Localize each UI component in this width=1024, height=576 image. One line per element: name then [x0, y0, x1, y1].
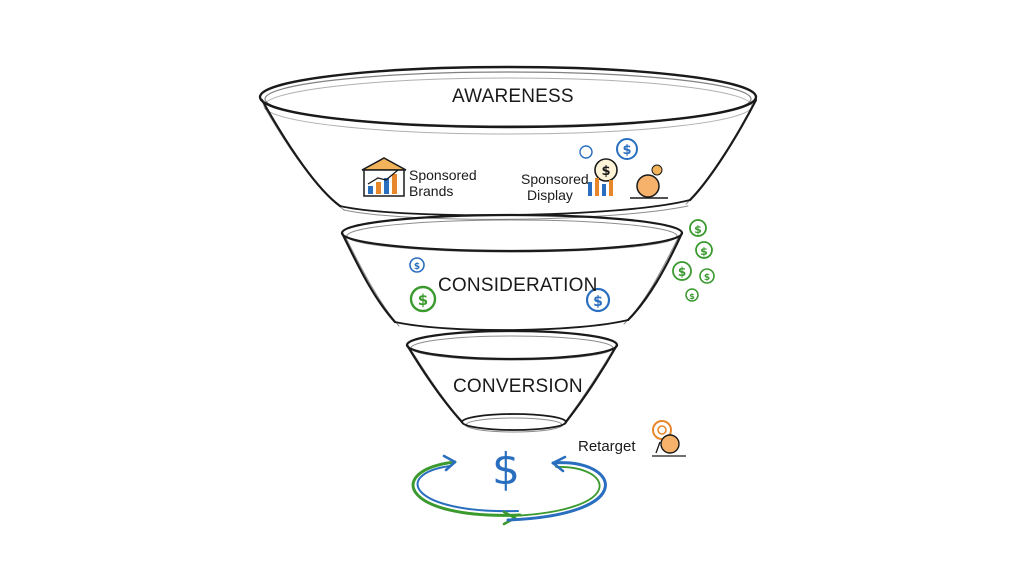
cycle-arrows-icon [411, 454, 607, 526]
conversion-rim [405, 329, 619, 361]
consideration-body [340, 231, 684, 331]
tactic-line: Display [527, 187, 573, 203]
coins-icon: $ $ [579, 138, 668, 199]
stage-label-awareness: AWARENESS [452, 86, 574, 107]
dollar-sign-icon: $ [492, 444, 520, 495]
svg-text:$: $ [694, 223, 702, 236]
stage-label-conversion: CONVERSION [453, 376, 583, 397]
svg-text:$: $ [622, 143, 631, 158]
tactic-sponsored-brands: Sponsored Brands [409, 167, 477, 199]
svg-text:$: $ [593, 294, 603, 310]
svg-text:$: $ [678, 265, 686, 279]
svg-text:$: $ [700, 245, 708, 258]
svg-text:$: $ [689, 292, 695, 301]
conversion-body [405, 343, 619, 433]
svg-text:$: $ [414, 262, 420, 272]
consideration-rim [340, 213, 684, 253]
tactic-line: Sponsored [409, 167, 477, 183]
dollar-coin-icon: $ $ $ $ $ $ $ $ [409, 219, 715, 313]
retarget-label: Retarget [578, 438, 636, 455]
tactic-line: Brands [409, 183, 454, 199]
tactic-sponsored-display: Sponsored Display [521, 171, 589, 203]
tactic-line: Sponsored [521, 171, 589, 187]
stage-label-consideration: CONSIDERATION [438, 275, 598, 296]
svg-text:$: $ [704, 273, 710, 283]
chart-icon [361, 157, 407, 197]
svg-text:$: $ [601, 164, 610, 179]
svg-text:$: $ [418, 291, 428, 309]
target-icon [652, 420, 686, 457]
